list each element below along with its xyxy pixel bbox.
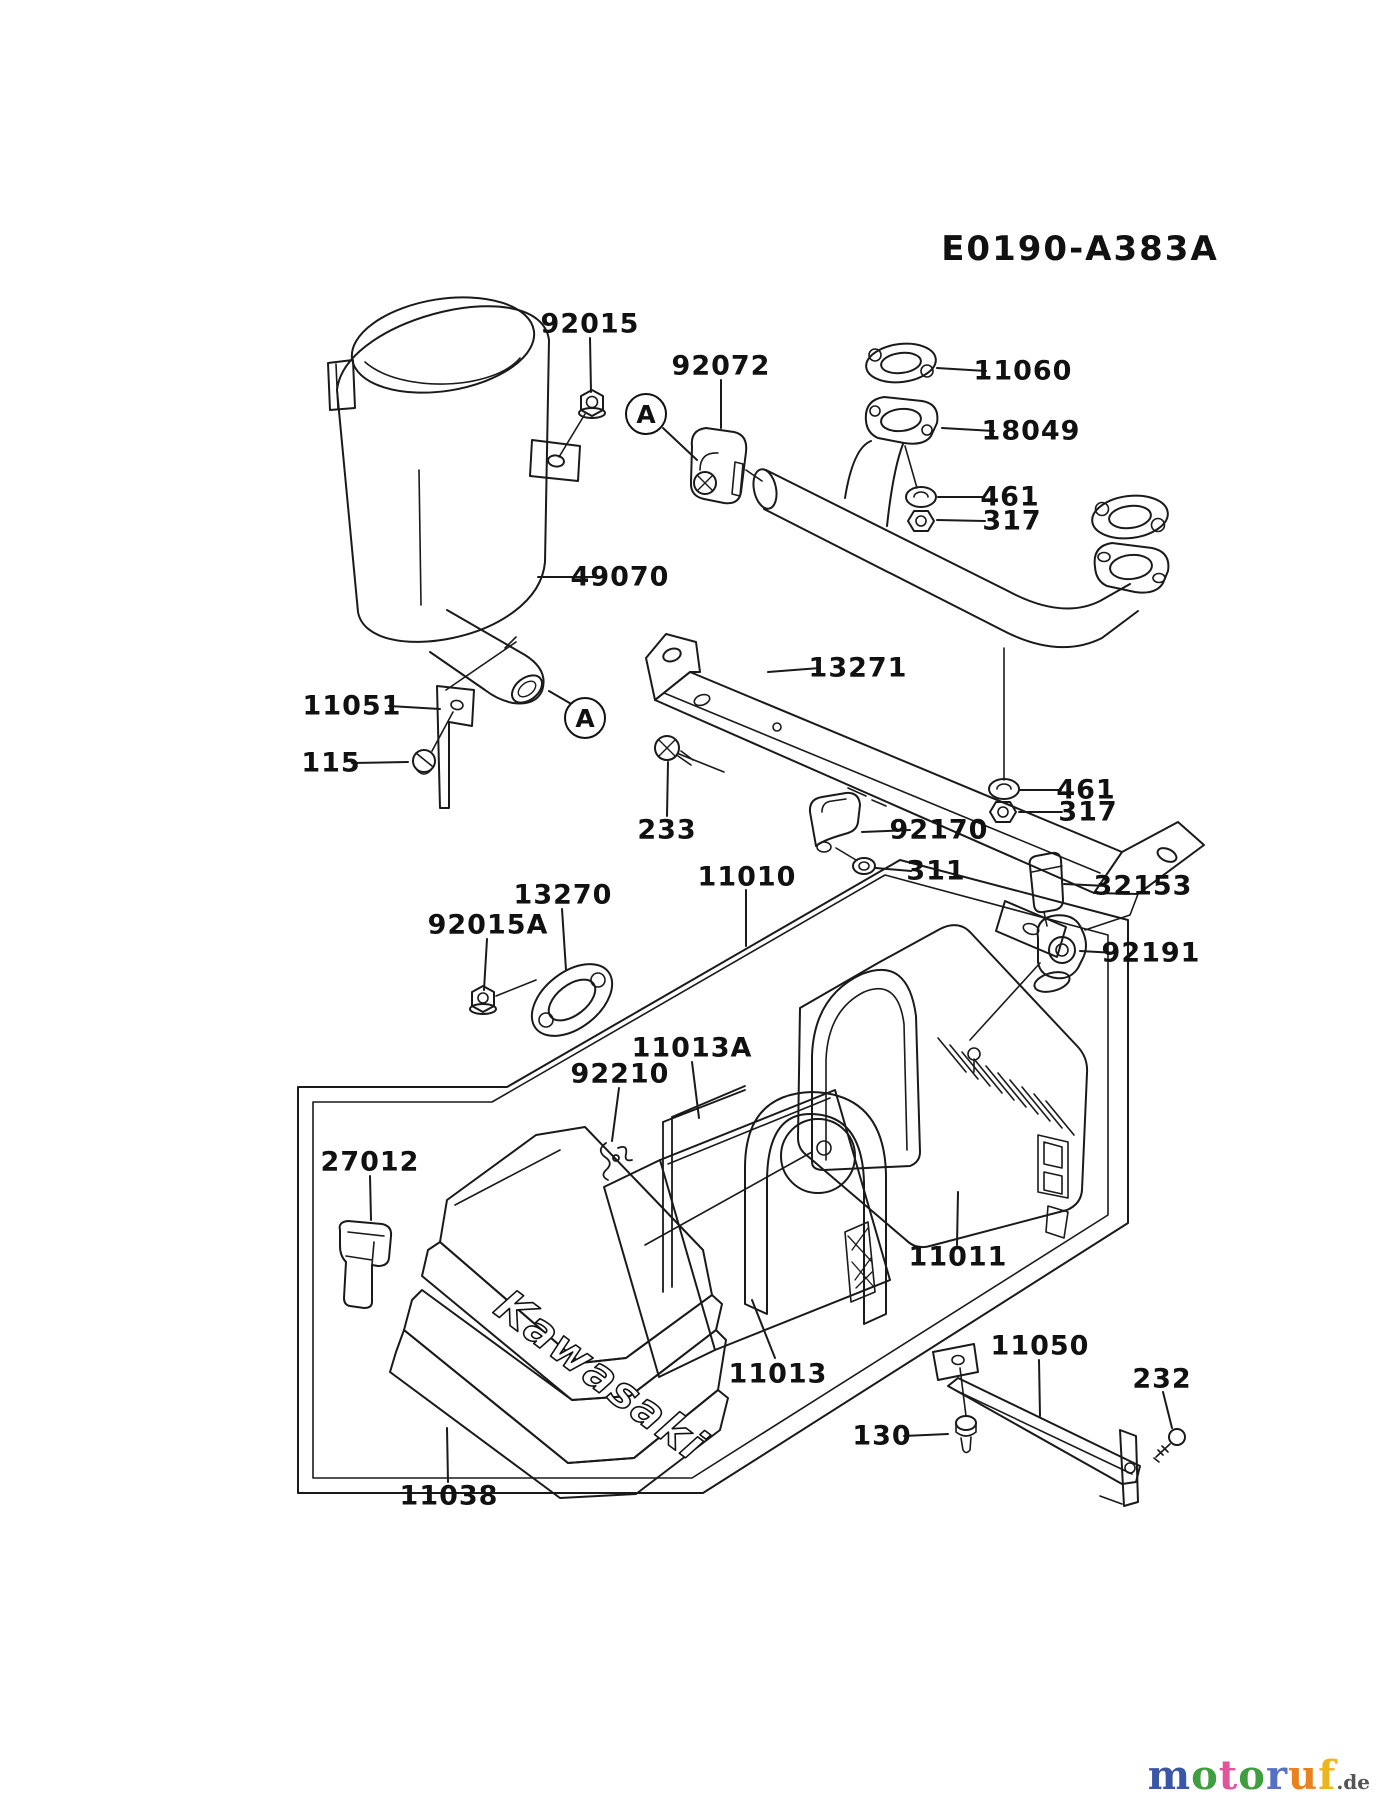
- part-label-92191: 92191: [1101, 937, 1201, 969]
- part-label-11060: 11060: [973, 355, 1073, 387]
- nut-317-lower: [990, 802, 1016, 822]
- gasket-13270: [519, 950, 626, 1051]
- part-label-11011: 11011: [908, 1241, 1008, 1273]
- leader-lines: [352, 338, 1172, 1482]
- part-label-11050: 11050: [990, 1330, 1090, 1362]
- filter-element-11013: [604, 1090, 890, 1377]
- watermark-word: motoruf: [1147, 1752, 1337, 1799]
- part-label-311: 311: [906, 855, 966, 887]
- callout-A-1: A: [625, 393, 667, 435]
- part-label-92015: 92015: [540, 308, 640, 340]
- part-label-130: 130: [852, 1420, 912, 1452]
- part-label-92210: 92210: [570, 1058, 670, 1090]
- part-label-11051: 11051: [302, 690, 402, 722]
- part-label-49070: 49070: [570, 561, 670, 593]
- screw-232: [1154, 1429, 1185, 1462]
- kawasaki-logo-text: Kawasaki: [485, 1280, 716, 1471]
- nut-461-upper: [906, 487, 936, 507]
- part-label-233: 233: [637, 814, 697, 846]
- part-label-27012: 27012: [320, 1146, 420, 1178]
- screw-233: [655, 736, 724, 772]
- clamp-92170: [810, 793, 860, 860]
- part-label-11010: 11010: [697, 861, 797, 893]
- nut-92015A: [470, 980, 536, 1014]
- part-label-232: 232: [1132, 1363, 1192, 1395]
- nut-311: [853, 858, 875, 874]
- part-label-13271: 13271: [808, 652, 908, 684]
- assembly-box-outlines: [298, 860, 1128, 1493]
- part-label-11038: 11038: [399, 1480, 499, 1512]
- part-label-92015A: 92015A: [427, 909, 549, 941]
- watermark-logo: motoruf.de: [1148, 1756, 1370, 1796]
- part-label-92170: 92170: [889, 814, 989, 846]
- element-seal-arch: [645, 1092, 886, 1324]
- part-label-461: 461: [980, 481, 1040, 513]
- part-label-32153: 32153: [1093, 870, 1193, 902]
- part-label-11013: 11013: [728, 1358, 828, 1390]
- watermark-suffix: .de: [1336, 1770, 1370, 1794]
- elbow-92191: [970, 915, 1086, 1040]
- muffler-49070: [328, 285, 585, 808]
- bracket-13271: [646, 634, 1204, 957]
- clamp-92072: [691, 428, 762, 503]
- part-label-18049: 18049: [981, 415, 1081, 447]
- air-cleaner-case-11011: [798, 925, 1087, 1247]
- air-cleaner-cover-11038: Kawasaki: [390, 1127, 728, 1498]
- diagram-code: E0190-A383A: [941, 229, 1219, 269]
- nut-317-upper: [908, 511, 934, 531]
- clip-92210: [601, 1143, 632, 1180]
- callout-A-2: A: [564, 697, 606, 739]
- part-label-92072: 92072: [671, 350, 771, 382]
- bolt-130: [956, 1368, 976, 1453]
- part-label-317: 317: [1058, 796, 1118, 828]
- part-label-115: 115: [301, 747, 361, 779]
- pre-filter-frame-11013A: [663, 1086, 745, 1292]
- part-label-317: 317: [982, 505, 1042, 537]
- nut-92015: [579, 390, 605, 418]
- brace-11050: [933, 1344, 1140, 1506]
- exhaust-pipe-18049: [750, 340, 1170, 780]
- part-label-13270: 13270: [513, 879, 613, 911]
- nut-461-lower: [989, 779, 1019, 799]
- bracket-27012: [340, 1221, 391, 1308]
- part-label-11013A: 11013A: [631, 1032, 753, 1064]
- part-label-461: 461: [1056, 774, 1116, 806]
